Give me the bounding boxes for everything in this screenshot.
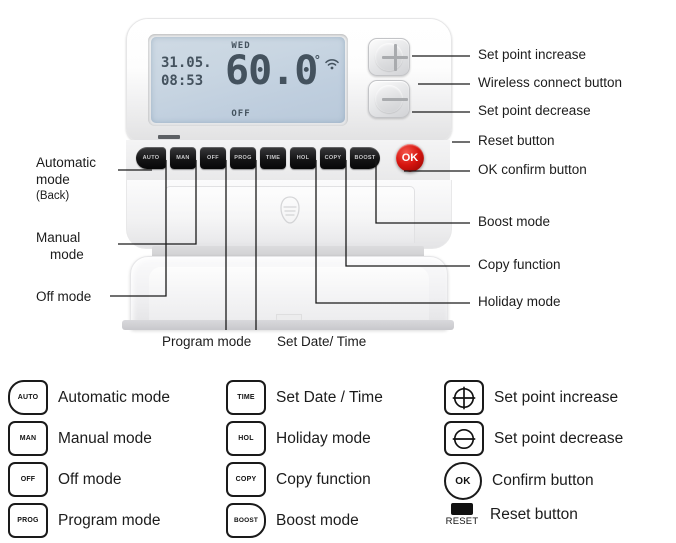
callout-copy-function: Copy function [478, 257, 561, 272]
thermostat-device: WED 31.05. 08:53 60.0 ° OFF AUTO MAN OFF… [118, 18, 458, 334]
off-icon: OFF [8, 462, 48, 497]
legend-item-off: OFF Off mode [8, 462, 121, 497]
callout-holiday-mode: Holiday mode [478, 294, 561, 309]
legend-item-boost: BOOST Boost mode [226, 503, 359, 538]
minus-icon [444, 421, 484, 456]
ok-confirm-button[interactable]: OK [396, 144, 424, 172]
legend-label-prog: Program mode [58, 511, 161, 529]
device-key-man[interactable]: MAN [170, 147, 196, 169]
device-key-copy[interactable]: COPY [320, 147, 346, 169]
lcd-day: WED [231, 41, 251, 51]
lcd-mode: OFF [231, 109, 251, 119]
legend-label-boost: Boost mode [276, 511, 359, 529]
time-icon: TIME [226, 380, 266, 415]
boost-icon: BOOST [226, 503, 266, 538]
lcd-display: WED 31.05. 08:53 60.0 ° OFF [151, 37, 345, 123]
callout-manual-mode-line2: mode [50, 247, 84, 263]
callout-boost-mode: Boost mode [478, 214, 551, 229]
lcd-date: 31.05. [161, 55, 212, 71]
callout-program-mode: Program mode [162, 334, 252, 349]
device-lower-body [126, 180, 452, 249]
legend-item-auto: AUTO Automatic mode [8, 380, 170, 415]
set-point-increase-button[interactable] [368, 38, 410, 76]
lcd-temperature: 60.0 [225, 48, 318, 94]
legend-label-increase: Set point increase [494, 388, 619, 406]
lcd-bezel: WED 31.05. 08:53 60.0 ° OFF [148, 34, 348, 126]
legend-item-decrease: Set point decrease [444, 421, 623, 456]
set-point-decrease-button[interactable] [368, 80, 410, 118]
callout-wireless-connect: Wireless connect button [478, 75, 623, 90]
device-base-lip [152, 246, 424, 258]
callout-ok-confirm: OK confirm button [478, 162, 587, 177]
plus-icon [375, 43, 408, 71]
plus-icon [444, 380, 484, 415]
device-stand-foot [122, 320, 454, 330]
legend-item-man: MAN Manual mode [8, 421, 152, 456]
lcd-time: 08:53 [161, 73, 204, 89]
callout-automatic-mode: Automatic mode (Back) [36, 154, 96, 203]
man-icon: MAN [8, 421, 48, 456]
brand-logo-icon [280, 196, 300, 224]
copy-icon: COPY [226, 462, 266, 497]
lcd-degree-symbol: ° [313, 53, 322, 67]
device-key-off[interactable]: OFF [200, 147, 226, 169]
legend: AUTO Automatic mode MAN Manual mode OFF … [0, 372, 676, 543]
callout-set-date-time: Set Date/ Time [277, 334, 367, 349]
reset-icon-caption: RESET [445, 516, 479, 527]
legend-label-man: Manual mode [58, 429, 152, 447]
legend-item-increase: Set point increase [444, 380, 618, 415]
device-key-boost[interactable]: BOOST [350, 147, 380, 169]
callout-manual-mode-line1: Manual [36, 230, 81, 245]
device-key-hol[interactable]: HOL [290, 147, 316, 169]
wifi-signal-icon [325, 59, 339, 70]
callout-reset-button: Reset button [478, 133, 555, 148]
device-key-time[interactable]: TIME [260, 147, 286, 169]
legend-label-decrease: Set point decrease [494, 429, 624, 447]
callout-automatic-mode-line2: mode [36, 172, 70, 188]
legend-label-reset: Reset button [490, 506, 578, 523]
legend-item-confirm: OK Confirm button [444, 462, 594, 500]
keypad: AUTO MAN OFF PROG TIME HOL COPY BOOST OK [126, 140, 450, 180]
legend-label-off: Off mode [58, 470, 122, 488]
legend-item-prog: PROG Program mode [8, 503, 161, 538]
legend-label-confirm: Confirm button [492, 472, 594, 489]
legend-label-copy: Copy function [276, 470, 371, 488]
device-key-auto[interactable]: AUTO [136, 147, 166, 169]
ok-icon: OK [444, 462, 482, 500]
callout-automatic-mode-line1: Automatic [36, 155, 97, 170]
callout-manual-mode: Manual mode [36, 229, 84, 264]
device-key-prog[interactable]: PROG [230, 147, 256, 169]
legend-item-time: TIME Set Date / Time [226, 380, 383, 415]
legend-item-hol: HOL Holiday mode [226, 421, 371, 456]
callout-off-mode: Off mode [36, 289, 92, 304]
callout-set-point-increase: Set point increase [478, 47, 587, 62]
legend-label-time: Set Date / Time [276, 388, 383, 406]
callout-automatic-mode-sub: (Back) [36, 189, 70, 202]
leader-lines [110, 55, 470, 330]
minus-icon [375, 85, 408, 113]
hol-icon: HOL [226, 421, 266, 456]
reset-button[interactable] [158, 135, 180, 139]
legend-item-copy: COPY Copy function [226, 462, 371, 497]
reset-icon: RESET [444, 503, 480, 527]
legend-item-reset: RESET Reset button [444, 503, 578, 527]
auto-icon: AUTO [8, 380, 48, 415]
prog-icon: PROG [8, 503, 48, 538]
legend-label-hol: Holiday mode [276, 429, 371, 447]
callout-set-point-decrease: Set point decrease [478, 103, 591, 118]
legend-label-auto: Automatic mode [58, 388, 170, 406]
